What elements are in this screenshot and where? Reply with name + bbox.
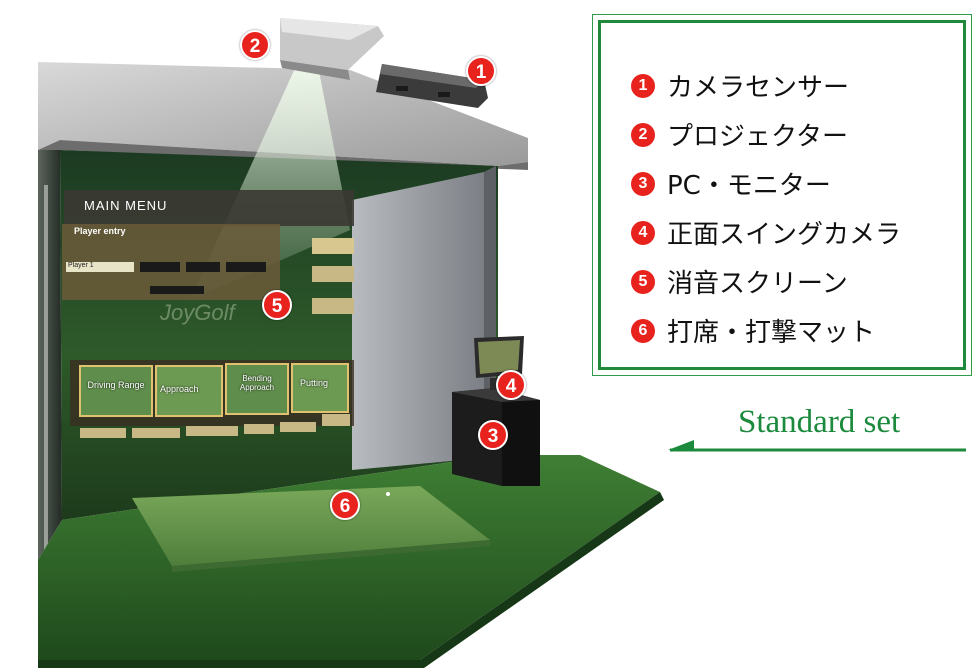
legend-inner-frame: 1 カメラセンサー 2 プロジェクター 3 PC・モニター 4 正面スイングカメ…	[598, 20, 966, 370]
legend-number: 3	[631, 171, 655, 196]
screen-btn-bending: Bending Approach	[239, 374, 275, 392]
main-menu-bar	[64, 190, 354, 226]
standard-set-caption: Standard set	[738, 404, 901, 440]
hitting-mat	[132, 486, 490, 566]
screen-player-name: Player 1	[68, 262, 94, 269]
legend-item: 3 PC・モニター	[631, 159, 963, 208]
marker-screen: 5	[262, 290, 292, 320]
marker-projector: 2	[240, 30, 270, 60]
marker-pc-monitor: 3	[478, 420, 508, 450]
legend-box: 1 カメラセンサー 2 プロジェクター 3 PC・モニター 4 正面スイングカメ…	[592, 14, 972, 376]
caption-arrow-icon	[668, 440, 966, 452]
legend-number: 6	[631, 318, 655, 343]
legend-label: プロジェクター	[667, 122, 848, 152]
side-button-3	[312, 298, 354, 314]
menu-tile-driving-range	[79, 365, 153, 417]
legend-number: 1	[631, 73, 655, 98]
side-button-1	[312, 238, 354, 254]
legend-item: 2 プロジェクター	[631, 110, 963, 159]
marker-camera-sensor: 1	[466, 56, 496, 86]
legend-label: 正面スイングカメラ	[667, 220, 902, 250]
marker-swing-camera: 4	[496, 370, 526, 400]
menu-tile-putting	[291, 363, 349, 413]
legend-label: 消音スクリーン	[667, 269, 848, 299]
screen-btn-approach: Approach	[160, 384, 199, 394]
legend-item: 5 消音スクリーン	[631, 257, 963, 306]
screen-logo: JoyGolf	[160, 300, 235, 325]
legend-number: 4	[631, 220, 655, 245]
left-wall	[38, 150, 62, 560]
right-wall	[352, 172, 484, 470]
legend-item: 6 打席・打撃マット	[631, 306, 963, 355]
screen-btn-driving: Driving Range	[87, 380, 145, 390]
legend-number: 2	[631, 122, 655, 147]
screen-player-entry: Player entry	[74, 226, 126, 236]
screen-menu-title: MAIN MENU	[84, 198, 168, 213]
legend-label: 打席・打撃マット	[667, 318, 876, 348]
screen-btn-putting: Putting	[300, 378, 329, 388]
legend-item: 4 正面スイングカメラ	[631, 208, 963, 257]
legend-label: カメラセンサー	[667, 73, 850, 103]
legend-label: PC・モニター	[667, 171, 831, 201]
legend-number: 5	[631, 269, 655, 294]
legend-item: 1 カメラセンサー	[631, 61, 963, 110]
marker-mat: 6	[330, 490, 360, 520]
menu-tile-approach	[155, 365, 223, 417]
menu-tile-bending-approach	[225, 363, 289, 415]
side-button-2	[312, 266, 354, 282]
